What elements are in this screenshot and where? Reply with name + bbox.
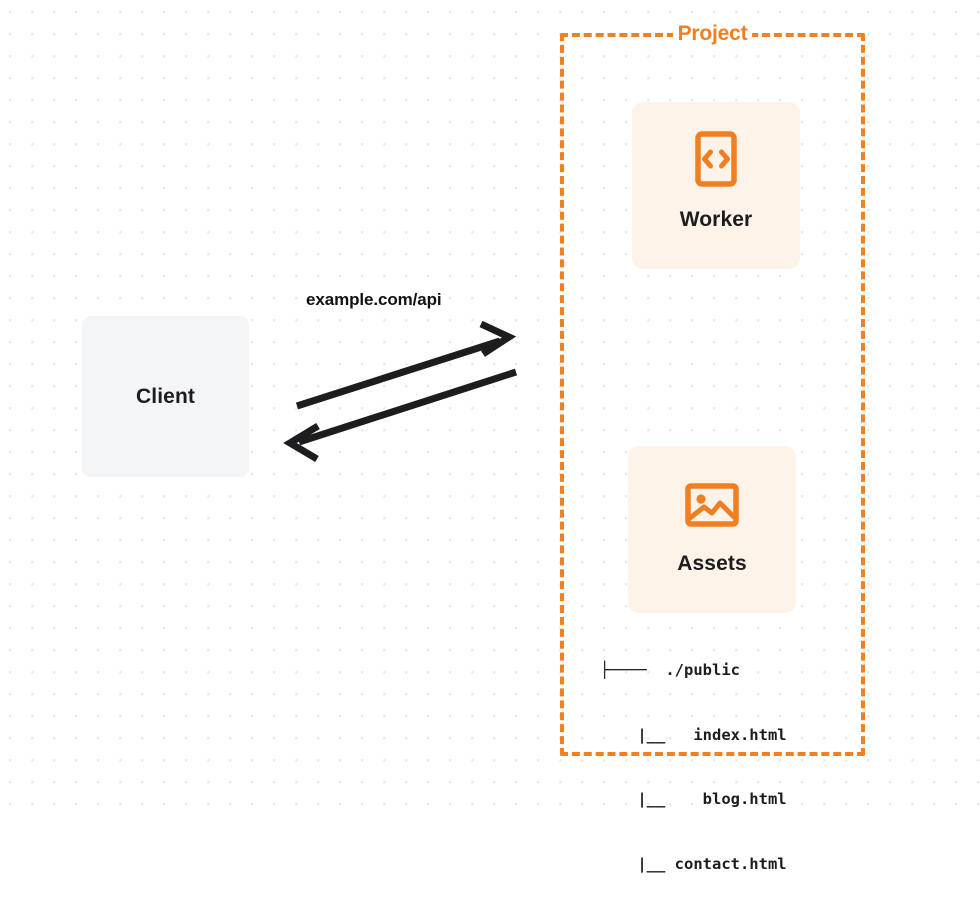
project-title: Project <box>560 21 865 47</box>
code-brackets-icon <box>695 131 737 187</box>
worker-card-label: Worker <box>679 208 753 231</box>
connection-label: example.com/api <box>306 290 442 309</box>
file-tree-row: |__ index.html <box>600 725 787 744</box>
diagram-canvas: Client example.com/api Project Worker <box>0 0 980 873</box>
request-arrow <box>295 320 517 410</box>
assets-file-tree: ├──── ./public |__ index.html |__ blog.h… <box>600 617 802 918</box>
file-tree-row: |__ blog.html <box>600 790 787 808</box>
response-arrow <box>283 368 518 463</box>
assets-card[interactable]: Assets <box>628 446 796 613</box>
project-title-text: Project <box>672 22 753 45</box>
assets-card-label: Assets <box>677 552 747 575</box>
image-icon <box>685 483 739 527</box>
file-tree-row: |__ contact.html <box>600 854 787 873</box>
worker-card[interactable]: Worker <box>632 102 800 269</box>
file-tree-row: ├──── ./public <box>600 661 740 679</box>
client-label: Client <box>136 384 195 408</box>
client-node[interactable]: Client <box>82 316 249 477</box>
